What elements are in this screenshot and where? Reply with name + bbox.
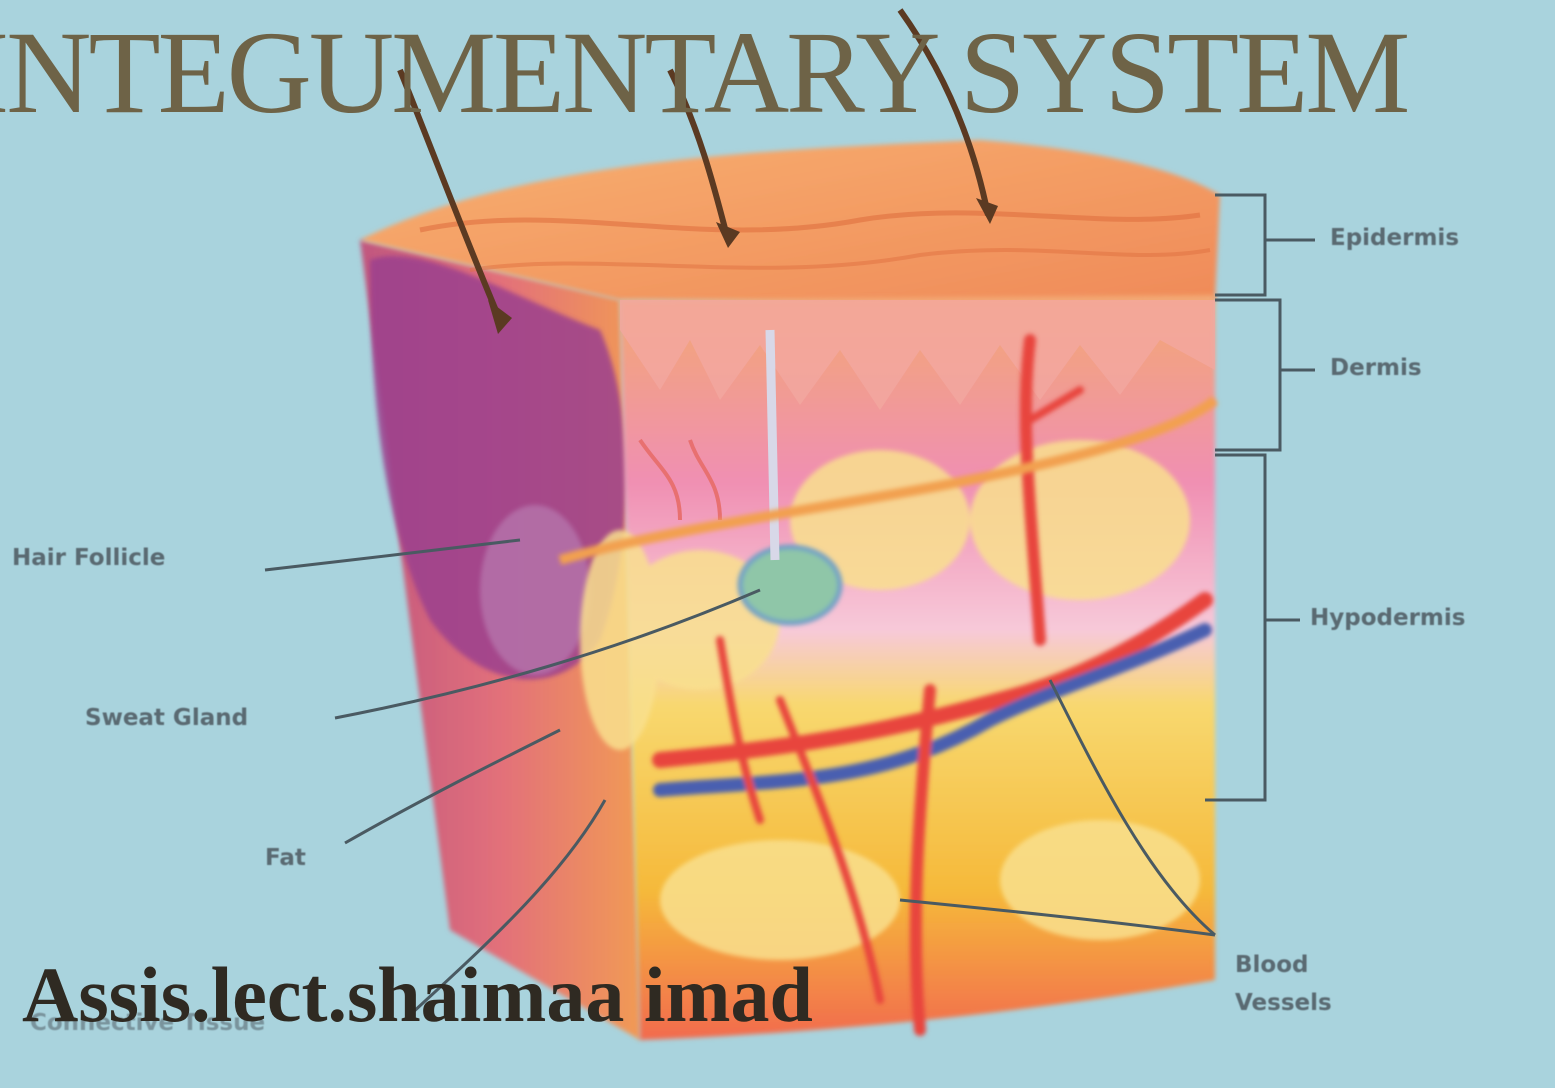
label-blood-vessels-line2: Vessels (1235, 990, 1332, 1016)
label-sweat-gland: Sweat Gland (85, 705, 248, 731)
label-hypodermis: Hypodermis (1310, 605, 1465, 631)
label-fat: Fat (265, 845, 306, 871)
label-epidermis: Epidermis (1330, 225, 1459, 251)
hair-bulb (480, 505, 590, 675)
label-hair-follicle: Hair Follicle (12, 545, 165, 571)
author-credit: Assis.lect.shaimaa imad (22, 950, 813, 1040)
layer-brackets (1205, 195, 1315, 800)
label-blood-vessels-line1: Blood (1235, 952, 1308, 978)
sweat-gland (740, 547, 840, 623)
label-dermis: Dermis (1330, 355, 1422, 381)
slide-title: INTEGUMENTARY SYSTEM (0, 8, 1555, 138)
